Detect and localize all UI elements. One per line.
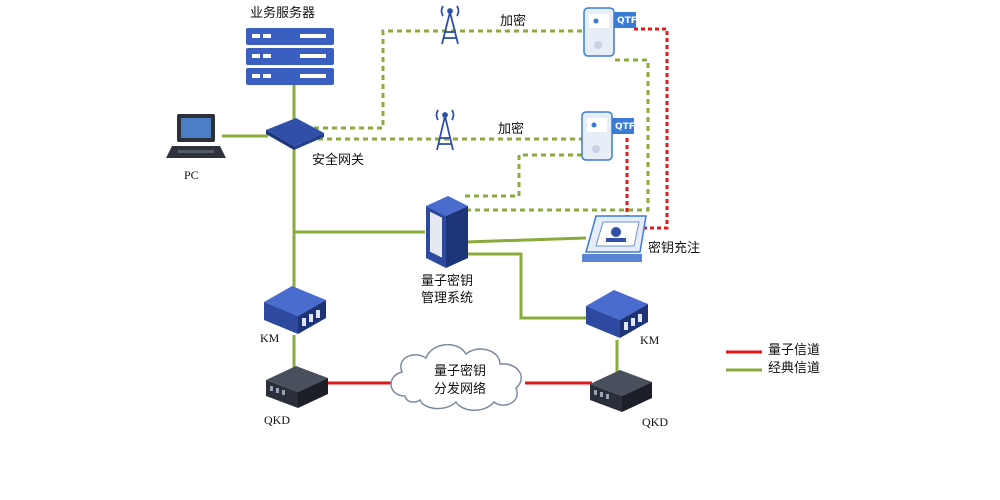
encrypt-label-top: 加密 bbox=[500, 14, 527, 29]
km-device-left-icon bbox=[264, 286, 326, 334]
cloud-label-line1: 量子密钥 bbox=[433, 364, 486, 379]
top-phone-charge-dash bbox=[634, 27, 669, 230]
gateway-label: 安全网关 bbox=[312, 153, 365, 168]
km-left-label: KM bbox=[260, 331, 280, 345]
phone-tag-top: QTF bbox=[617, 16, 637, 26]
quantum-channel-lines bbox=[328, 27, 669, 385]
phone-tag-mid: QTF bbox=[615, 122, 635, 132]
gateway-icon bbox=[266, 118, 324, 150]
phone-icon-mid bbox=[581, 111, 634, 161]
encrypt-label-mid: 加密 bbox=[498, 122, 525, 137]
qkms-label-line2: 管理系统 bbox=[420, 291, 473, 306]
tower-icon-top bbox=[440, 5, 460, 45]
classic-dashed-lines bbox=[314, 29, 650, 212]
classic-channel-lines bbox=[222, 85, 619, 372]
key-charge-device-icon bbox=[582, 215, 647, 262]
phone-icon-top bbox=[583, 7, 636, 57]
server-icon bbox=[246, 28, 334, 85]
top-phone-dash bbox=[468, 58, 650, 212]
cloud-label-line2: 分发网络 bbox=[433, 382, 486, 397]
legend-classic-label: 经典信道 bbox=[768, 361, 821, 376]
gateway-top-tower-dash bbox=[314, 29, 584, 130]
km-right-label: KM bbox=[640, 333, 660, 347]
qkms-km-right-link bbox=[465, 252, 590, 320]
pc-label: PC bbox=[184, 168, 199, 182]
tower-icon-mid bbox=[435, 109, 455, 151]
km-device-right-icon bbox=[586, 290, 648, 338]
qkd-network-cloud-icon bbox=[390, 344, 522, 411]
qkms-label-line1: 量子密钥 bbox=[420, 274, 473, 289]
qkd-device-right-icon bbox=[590, 370, 652, 412]
server-label: 业务服务器 bbox=[250, 6, 316, 21]
qkd-right-label: QKD bbox=[642, 415, 668, 429]
qkd-left-label: QKD bbox=[264, 413, 290, 427]
qkms-charge-link bbox=[464, 236, 587, 244]
legend-quantum-label: 量子信道 bbox=[768, 343, 821, 358]
qkms-server-icon bbox=[426, 196, 468, 268]
mid-phone-dash bbox=[462, 153, 582, 198]
key-charge-label: 密钥充注 bbox=[648, 241, 701, 256]
laptop-icon bbox=[166, 114, 226, 158]
qkd-device-left-icon bbox=[266, 366, 328, 408]
